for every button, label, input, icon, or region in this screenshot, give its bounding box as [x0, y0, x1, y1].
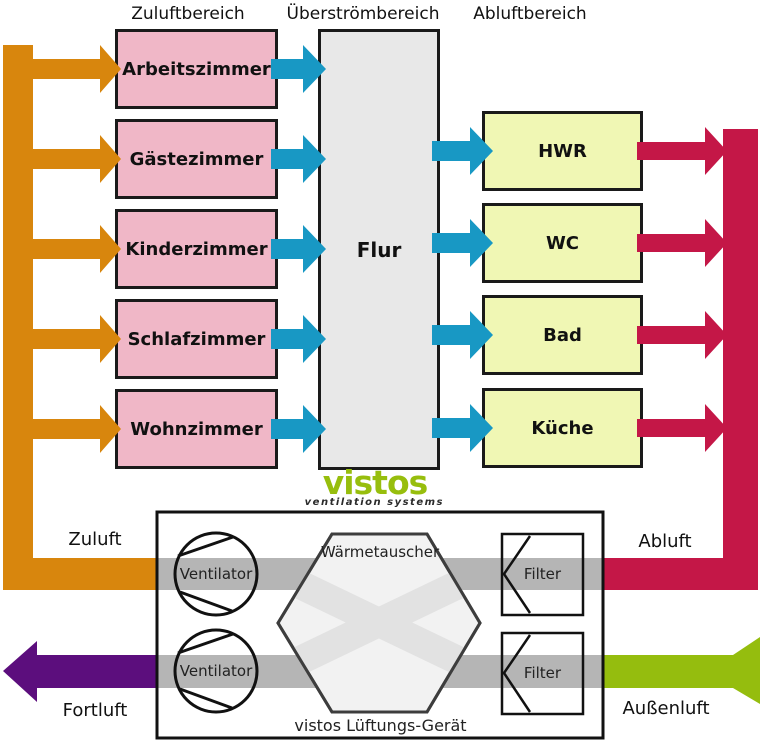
room-box-kueche: Küche — [482, 388, 643, 468]
extract-arrow — [637, 127, 727, 175]
transfer-arrows-in — [271, 45, 326, 453]
room-box-wc: WC — [482, 203, 643, 283]
label-zuluft: Zuluft — [68, 528, 122, 550]
supply-duct — [3, 45, 157, 590]
room-box-bad: Bad — [482, 295, 643, 375]
heat-exchanger-cross-band — [278, 558, 480, 687]
device-caption: vistos Lüftungs-Gerät — [294, 715, 467, 735]
transfer-arrow — [432, 127, 493, 175]
label-ventilator-top: Ventilator — [179, 565, 253, 583]
logo-tagline: ventilation systems — [304, 497, 444, 508]
room-box-gaestezimmer: Gästezimmer — [115, 119, 278, 199]
transfer-arrows-out — [432, 127, 493, 452]
column-header-supply-zone: Zuluftbereich — [131, 4, 245, 24]
filter-icon — [500, 631, 585, 716]
supply-arrow — [33, 315, 121, 363]
vistos-logo: vistos ventilation systems — [300, 466, 450, 508]
room-box-kinderzimmer: Kinderzimmer — [115, 209, 278, 289]
transfer-arrow — [271, 135, 326, 183]
label-fortluft: Fortluft — [62, 699, 128, 721]
extract-arrow — [637, 311, 727, 359]
supply-arrow — [33, 225, 121, 273]
room-box-schlafzimmer: Schlafzimmer — [115, 299, 278, 379]
label-filter-bottom: Filter — [523, 664, 562, 682]
filter-icon — [500, 532, 585, 617]
supply-arrow — [33, 405, 121, 453]
label-aussenluft: Außenluft — [622, 697, 710, 719]
transfer-arrow — [432, 311, 493, 359]
room-label: WC — [545, 232, 580, 254]
label-waermetauscher: Wärmetauscher — [320, 543, 440, 561]
transfer-arrow — [271, 45, 326, 93]
room-label: Flur — [356, 237, 402, 262]
transfer-arrow — [271, 315, 326, 363]
transfer-arrow — [271, 405, 326, 453]
transfer-arrow — [271, 225, 326, 273]
transfer-arrow — [432, 404, 493, 452]
heat-exchanger-icon — [276, 532, 482, 714]
room-box-wohnzimmer: Wohnzimmer — [115, 389, 278, 469]
extract-arrow — [637, 404, 727, 452]
fan-icon — [173, 531, 259, 617]
room-label: Schlafzimmer — [127, 328, 266, 350]
extract-arrow — [637, 219, 727, 267]
extract-arrows — [637, 127, 727, 452]
exhaust-duct — [603, 129, 758, 590]
supply-arrows — [33, 45, 121, 453]
fortluft-arrow — [3, 641, 157, 702]
column-header-exhaust-zone: Abluftbereich — [473, 4, 587, 24]
transfer-arrow — [432, 219, 493, 267]
room-label: Kinderzimmer — [125, 238, 268, 260]
room-label: HWR — [538, 140, 587, 162]
label-ventilator-bottom: Ventilator — [179, 662, 253, 680]
aussenluft-duct — [603, 637, 760, 704]
room-label: Wohnzimmer — [130, 418, 263, 440]
room-label: Gästezimmer — [129, 148, 264, 170]
label-filter-top: Filter — [523, 565, 562, 583]
column-header-transfer-zone: Überströmbereich — [286, 4, 440, 24]
device-box — [155, 510, 605, 740]
fan-icon — [173, 628, 259, 714]
supply-arrow — [33, 135, 121, 183]
room-label: Arbeitszimmer — [122, 58, 271, 80]
logo-wordmark: vistos — [322, 463, 429, 502]
room-label: Küche — [531, 417, 594, 439]
room-box-arbeitszimmer: Arbeitszimmer — [115, 29, 278, 109]
room-label: Bad — [543, 324, 582, 346]
label-abluft: Abluft — [638, 530, 692, 552]
supply-arrow — [33, 45, 121, 93]
